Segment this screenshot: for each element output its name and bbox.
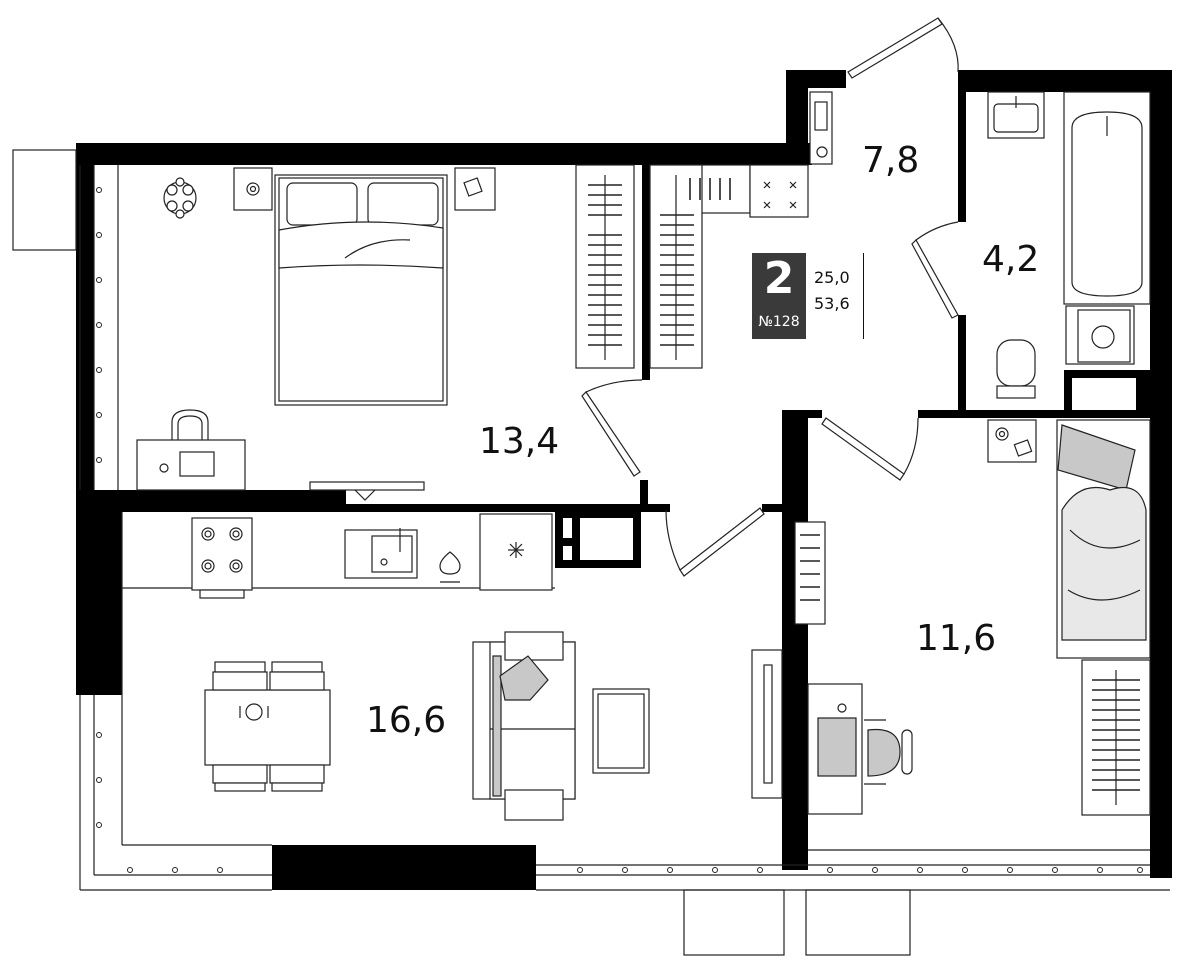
- bookshelf: [794, 521, 826, 625]
- bathroom-door: [911, 239, 959, 319]
- rooms-count: 2: [763, 253, 795, 304]
- second-bedroom-furniture: [794, 419, 1151, 816]
- bedroom-furniture: [136, 167, 496, 501]
- nightstand-second: [987, 419, 1037, 463]
- wardrobes: [575, 91, 833, 369]
- living-furniture: [204, 631, 783, 821]
- plant-icon: [163, 177, 197, 219]
- coffee-table: [592, 688, 650, 774]
- window-dots: [96, 187, 1143, 873]
- water-drop-icon: [439, 551, 461, 575]
- snowflake-icon: [508, 542, 524, 558]
- room-area-bedroom: 13,4: [479, 421, 559, 462]
- hall-cabinet: [749, 164, 809, 218]
- total-area: 53,6: [814, 294, 850, 313]
- bathroom-fixtures: [987, 91, 1151, 399]
- room-area-hallway: 7,8: [862, 140, 919, 181]
- apartment-badge: 2 №128: [752, 253, 806, 339]
- doors: [581, 17, 959, 577]
- kitchen-fixtures: [191, 513, 553, 599]
- apartment-number: №128: [758, 314, 800, 330]
- entrance-door: [847, 17, 943, 79]
- dining-table: [204, 689, 331, 766]
- living-area: 25,0: [814, 268, 850, 287]
- bedroom-door: [581, 391, 641, 477]
- kitchen-door: [679, 507, 765, 577]
- room-labels: 13,4 7,8 4,2 16,6 11,6: [366, 140, 1039, 741]
- toilet: [996, 339, 1036, 387]
- room-area-kitchen-living: 16,6: [366, 700, 446, 741]
- area-summary: 25,0 53,6: [812, 253, 864, 339]
- room-area-second-bedroom: 11,6: [916, 618, 996, 659]
- room-area-bathroom: 4,2: [982, 239, 1039, 280]
- stove: [191, 517, 253, 591]
- second-bedroom-door: [821, 417, 905, 481]
